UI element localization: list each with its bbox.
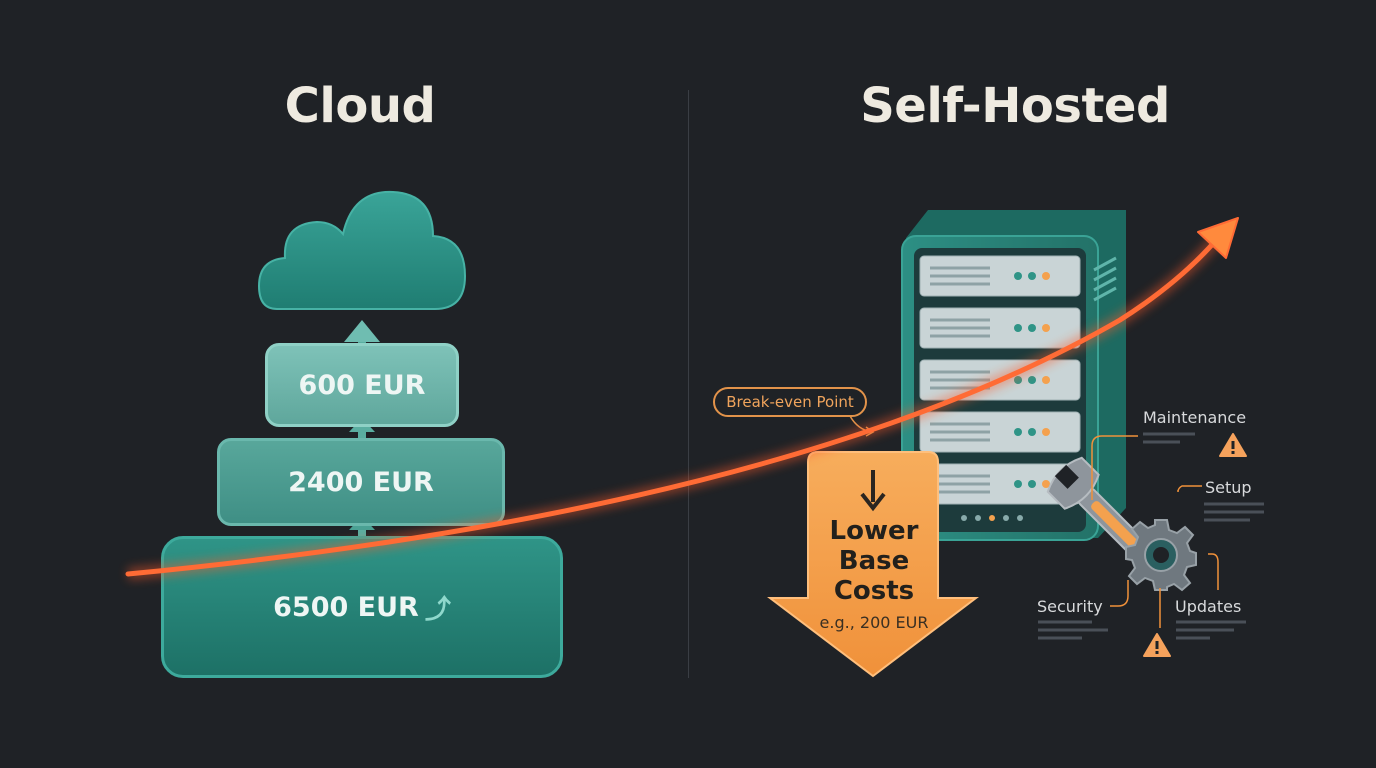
lower-base-costs-title: Lower Base Costs xyxy=(829,516,919,606)
rising-arrow-icon: ⤴ xyxy=(424,594,451,625)
task-connectors xyxy=(1038,432,1264,640)
task-label-security: Security xyxy=(1037,597,1103,616)
cost-tier-middle: 2400 EUR xyxy=(217,438,505,526)
cloud-icon xyxy=(257,190,467,310)
stack-connector xyxy=(358,425,366,440)
center-divider xyxy=(688,90,689,678)
stack-connector xyxy=(358,524,366,538)
curve-arrowhead-icon xyxy=(1197,217,1239,259)
task-label-updates: Updates xyxy=(1175,597,1242,616)
break-even-label: Break-even Point xyxy=(713,387,867,417)
tier-label: 6500 EUR xyxy=(273,591,419,623)
gear-icon xyxy=(1125,519,1197,592)
task-label-maintenance: Maintenance xyxy=(1143,408,1247,427)
cloud-heading: Cloud xyxy=(284,78,436,134)
cost-tier-top: 600 EUR xyxy=(265,343,459,427)
self-hosted-heading: Self-Hosted xyxy=(860,78,1170,134)
lower-base-costs-example: e.g., 200 EUR xyxy=(819,613,929,632)
tier-label: 600 EUR xyxy=(298,369,426,401)
tier-label: 2400 EUR xyxy=(288,466,434,498)
warning-icon xyxy=(1219,433,1247,457)
task-label-setup: Setup xyxy=(1205,478,1252,497)
warning-icon xyxy=(1143,633,1171,657)
up-arrow-icon xyxy=(344,320,380,342)
